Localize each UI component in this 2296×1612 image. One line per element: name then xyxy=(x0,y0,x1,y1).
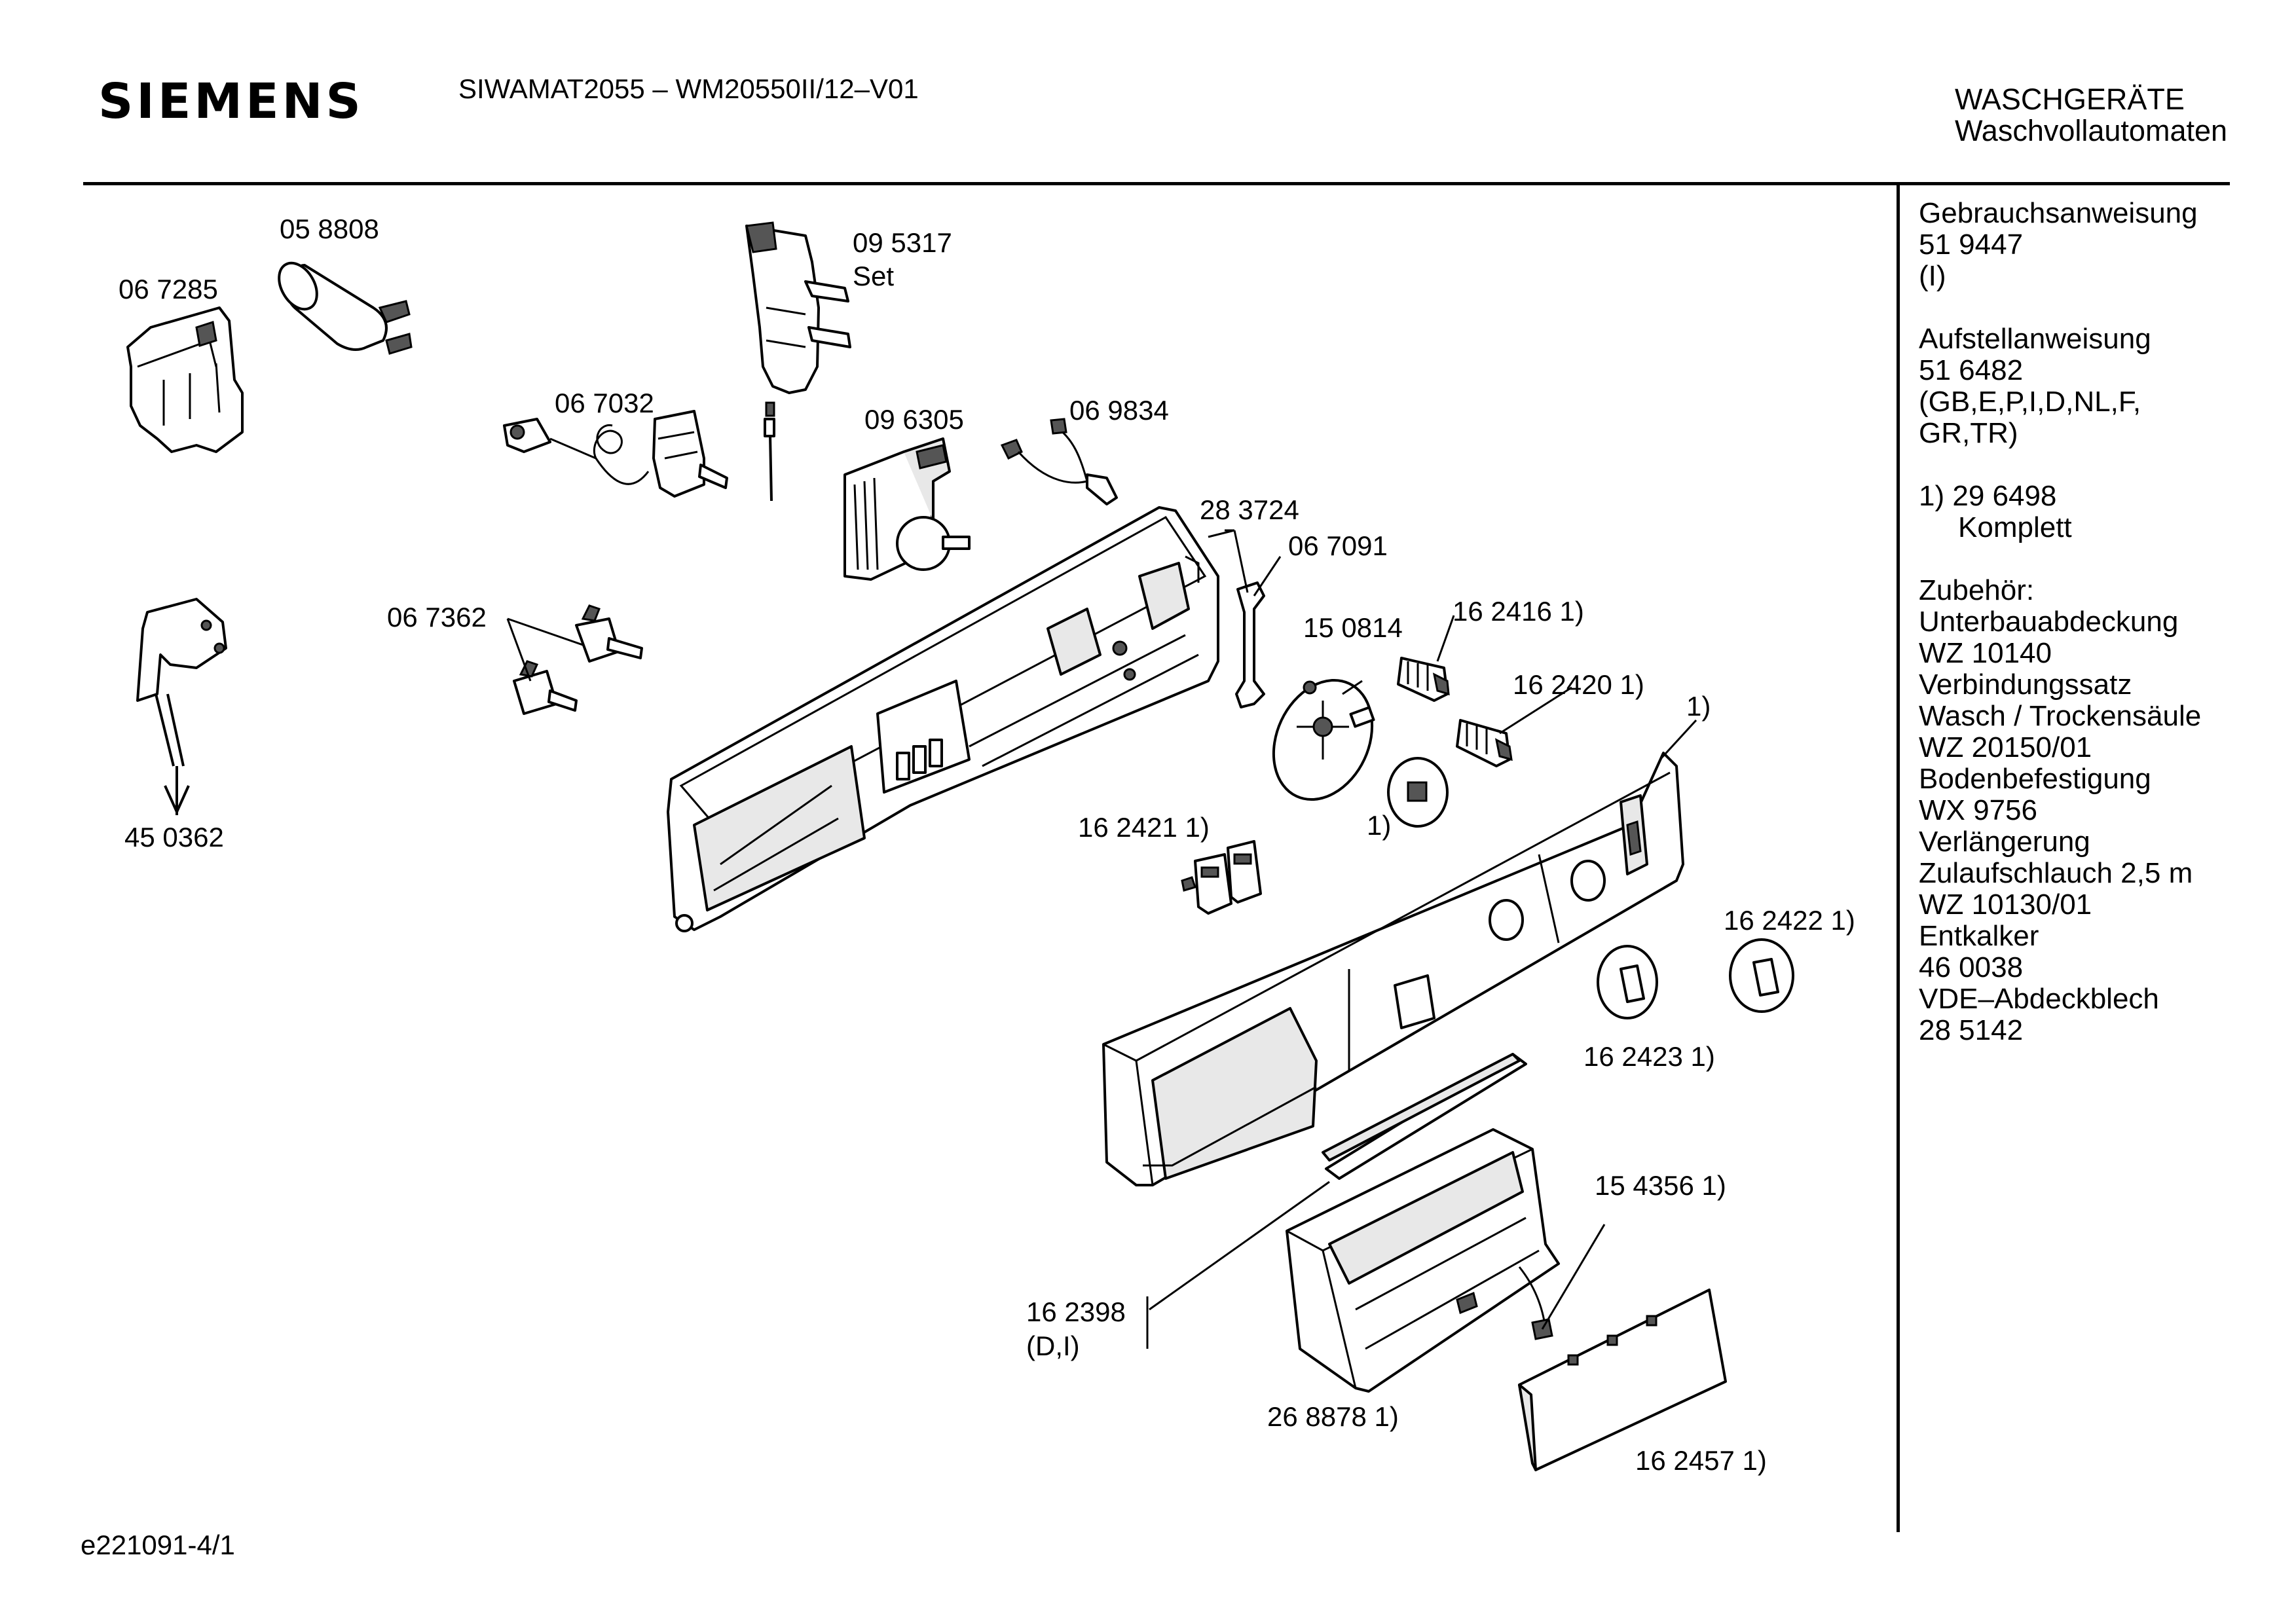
sidebar-line: 51 9447 xyxy=(1919,229,2024,261)
leader-lines xyxy=(506,529,1697,1349)
part-label-162420: 16 2420 1) xyxy=(1513,669,1644,700)
pressure-switch-drawing xyxy=(745,221,851,502)
part-label-162398: 16 2398 xyxy=(1026,1296,1126,1327)
part-label-283724: 28 3724 xyxy=(1200,494,1299,525)
part-label-067032: 06 7032 xyxy=(555,388,654,418)
sidebar-line: Aufstellanweisung xyxy=(1919,323,2151,355)
sidebar-line: WZ 10140 xyxy=(1919,637,2052,669)
part-label-162398-note: (D,I) xyxy=(1026,1330,1080,1361)
sidebar-notes: Gebrauchsanweisung 51 9447 (I) Aufstella… xyxy=(1919,198,2286,1078)
panel-frame-drawing xyxy=(667,506,1219,932)
front-fascia-drawing xyxy=(1102,752,1684,1186)
clip-drawing xyxy=(1235,581,1265,708)
window-strip-drawing xyxy=(1322,1053,1527,1180)
sensor-cable-drawing xyxy=(1000,418,1118,505)
document-id: e221091-4/1 xyxy=(81,1530,235,1560)
part-label-150814: 15 0814 xyxy=(1303,612,1403,643)
programmer-drawing xyxy=(843,437,971,581)
push-rod-drawing xyxy=(1397,657,1513,767)
sidebar-line: (GB,E,P,I,D,NL,F, xyxy=(1919,386,2141,418)
sidebar-line: Entkalker xyxy=(1919,920,2039,952)
sidebar-line: Verbindungssatz xyxy=(1919,669,2132,701)
sidebar-line: 28 5142 xyxy=(1919,1014,2024,1046)
sidebar-divider xyxy=(1897,185,1900,1532)
sidebar-line: WZ 10130/01 xyxy=(1919,888,2092,921)
capacitor-drawing xyxy=(278,261,413,355)
sidebar-line: GR,TR) xyxy=(1919,417,2018,449)
sidebar-line: 51 6482 xyxy=(1919,354,2024,386)
part-label-panel: 1) xyxy=(1686,691,1711,722)
switch-drawing xyxy=(513,604,643,715)
sidebar-block-manual: Gebrauchsanweisung 51 9447 (I) xyxy=(1919,198,2286,292)
sidebar-block-accessories: Zubehör: Unterbauabdeckung WZ 10140 Verb… xyxy=(1919,575,2286,1046)
sidebar-line: Zulaufschlauch 2,5 m xyxy=(1919,857,2193,889)
model-title: SIWAMAT2055 – WM20550II/12–V01 xyxy=(458,73,919,104)
knob-core-drawing xyxy=(1387,757,1449,828)
part-label-067091: 06 7091 xyxy=(1288,530,1388,561)
sidebar-line: Zubehör: xyxy=(1919,574,2035,606)
category-line-1: WASCHGERÄTE xyxy=(1955,82,2185,116)
sidebar-block-install: Aufstellanweisung 51 6482 (GB,E,P,I,D,NL… xyxy=(1919,323,2286,449)
mains-plug-drawing xyxy=(136,598,227,815)
selector-disk-drawing xyxy=(1272,678,1375,801)
sidebar-line: WZ 20150/01 xyxy=(1919,731,2092,763)
sidebar-line: VDE–Abdeckblech xyxy=(1919,983,2159,1015)
sidebar-line: Unterbauabdeckung xyxy=(1919,606,2179,638)
sidebar-line: 46 0038 xyxy=(1919,951,2024,983)
push-buttons-drawing xyxy=(1181,840,1262,915)
terminal-block-drawing xyxy=(126,306,244,453)
part-label-162421: 16 2421 1) xyxy=(1078,812,1210,843)
part-label-450362: 45 0362 xyxy=(124,822,224,852)
sidebar-line: Wasch / Trockensäule xyxy=(1919,700,2202,732)
part-label-058808: 05 8808 xyxy=(280,213,379,244)
part-label-162423: 16 2423 1) xyxy=(1583,1041,1715,1072)
knob-drawing xyxy=(1597,938,1794,1019)
part-label-095317: 09 5317 xyxy=(853,227,952,258)
sidebar-line: Komplett xyxy=(1958,511,2072,543)
sidebar-line: (I) xyxy=(1919,260,1946,292)
part-label-069834: 06 9834 xyxy=(1069,395,1169,426)
part-label-162422: 16 2422 1) xyxy=(1724,905,1855,936)
part-label-154356: 15 4356 1) xyxy=(1595,1170,1726,1201)
category: WASCHGERÄTE Waschvollautomaten xyxy=(1955,84,2227,147)
part-label-162457: 16 2457 1) xyxy=(1635,1445,1767,1476)
sidebar-line: 1) 29 6498 xyxy=(1919,480,2057,512)
part-label-096305: 09 6305 xyxy=(864,404,964,435)
part-label-067285: 06 7285 xyxy=(119,274,218,304)
category-line-2: Waschvollautomaten xyxy=(1955,114,2228,147)
drawer-handle-drawing xyxy=(1286,1128,1560,1393)
header-divider xyxy=(83,182,2230,185)
part-label-095317-set: Set xyxy=(853,261,895,291)
part-label-067362: 06 7362 xyxy=(387,602,487,632)
sidebar-line: Bodenbefestigung xyxy=(1919,763,2151,795)
drawer-flap-drawing xyxy=(1518,1289,1727,1471)
part-label-knob-core: 1) xyxy=(1367,810,1392,841)
siemens-logo: SIEMENS xyxy=(98,73,364,130)
part-label-268878: 26 8878 1) xyxy=(1267,1401,1399,1432)
sidebar-line: Verlängerung xyxy=(1919,826,2090,858)
thermostat-drawing xyxy=(503,410,728,498)
part-label-162416: 16 2416 1) xyxy=(1453,596,1584,627)
sidebar-line: Gebrauchsanweisung xyxy=(1919,197,2198,229)
sidebar-block-complete: 1) 29 6498 Komplett xyxy=(1919,481,2286,543)
sidebar-line: WX 9756 xyxy=(1919,794,2037,826)
